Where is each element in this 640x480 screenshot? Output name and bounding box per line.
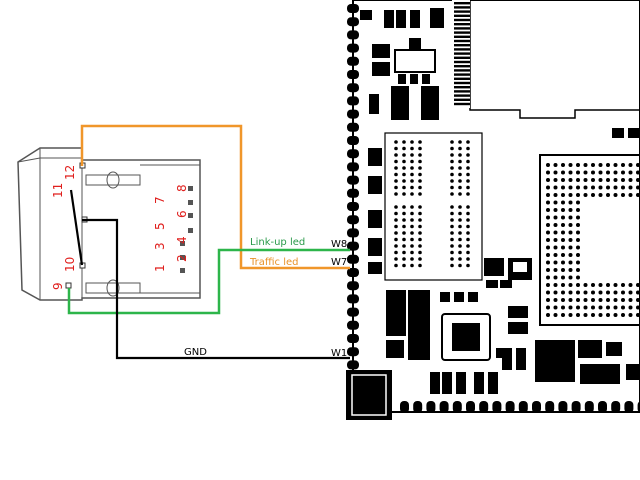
top-right-comb-pads <box>452 0 470 108</box>
pad-w1-label: W1 <box>331 348 347 359</box>
pin-8-label: 8 <box>175 184 189 192</box>
pin-12-label: 12 <box>63 165 77 180</box>
pin-7-label: 7 <box>153 196 167 204</box>
pin-5-label: 5 <box>153 222 167 230</box>
link-up-label: Link-up led <box>250 237 305 248</box>
pad-w7-label: W7 <box>331 257 347 268</box>
pin-4-label: 4 <box>175 236 189 244</box>
pin-6-label: 6 <box>175 210 189 218</box>
qfn-chip <box>441 313 491 361</box>
pin-11-label: 11 <box>51 183 65 198</box>
pad-w8-label: W8 <box>331 239 347 250</box>
pin-number-labels: 12 11 10 9 8 7 6 5 4 3 2 1 <box>51 165 189 290</box>
pin-1-label: 1 <box>153 264 167 272</box>
rj45-connector <box>17 147 201 301</box>
top-components <box>360 8 444 120</box>
traffic-wire <box>80 124 350 270</box>
pin-3-label: 3 <box>153 242 167 250</box>
traffic-label: Traffic led <box>249 257 299 268</box>
side-passives <box>368 148 382 274</box>
ground-wire <box>82 218 350 360</box>
bottom-edge-pads <box>400 401 640 413</box>
lower-components <box>386 258 640 394</box>
jumper-wire <box>69 189 84 266</box>
gnd-label: GND <box>184 347 207 358</box>
pin-10-label: 10 <box>63 257 77 272</box>
left-edge-pads <box>347 4 359 370</box>
pin-9-label: 9 <box>51 282 65 290</box>
memory-chip <box>384 132 483 281</box>
soc-bga-chip <box>539 154 640 326</box>
pin-2-label: 2 <box>175 254 189 262</box>
link-up-wire <box>67 248 350 315</box>
pcb-board <box>346 0 640 420</box>
